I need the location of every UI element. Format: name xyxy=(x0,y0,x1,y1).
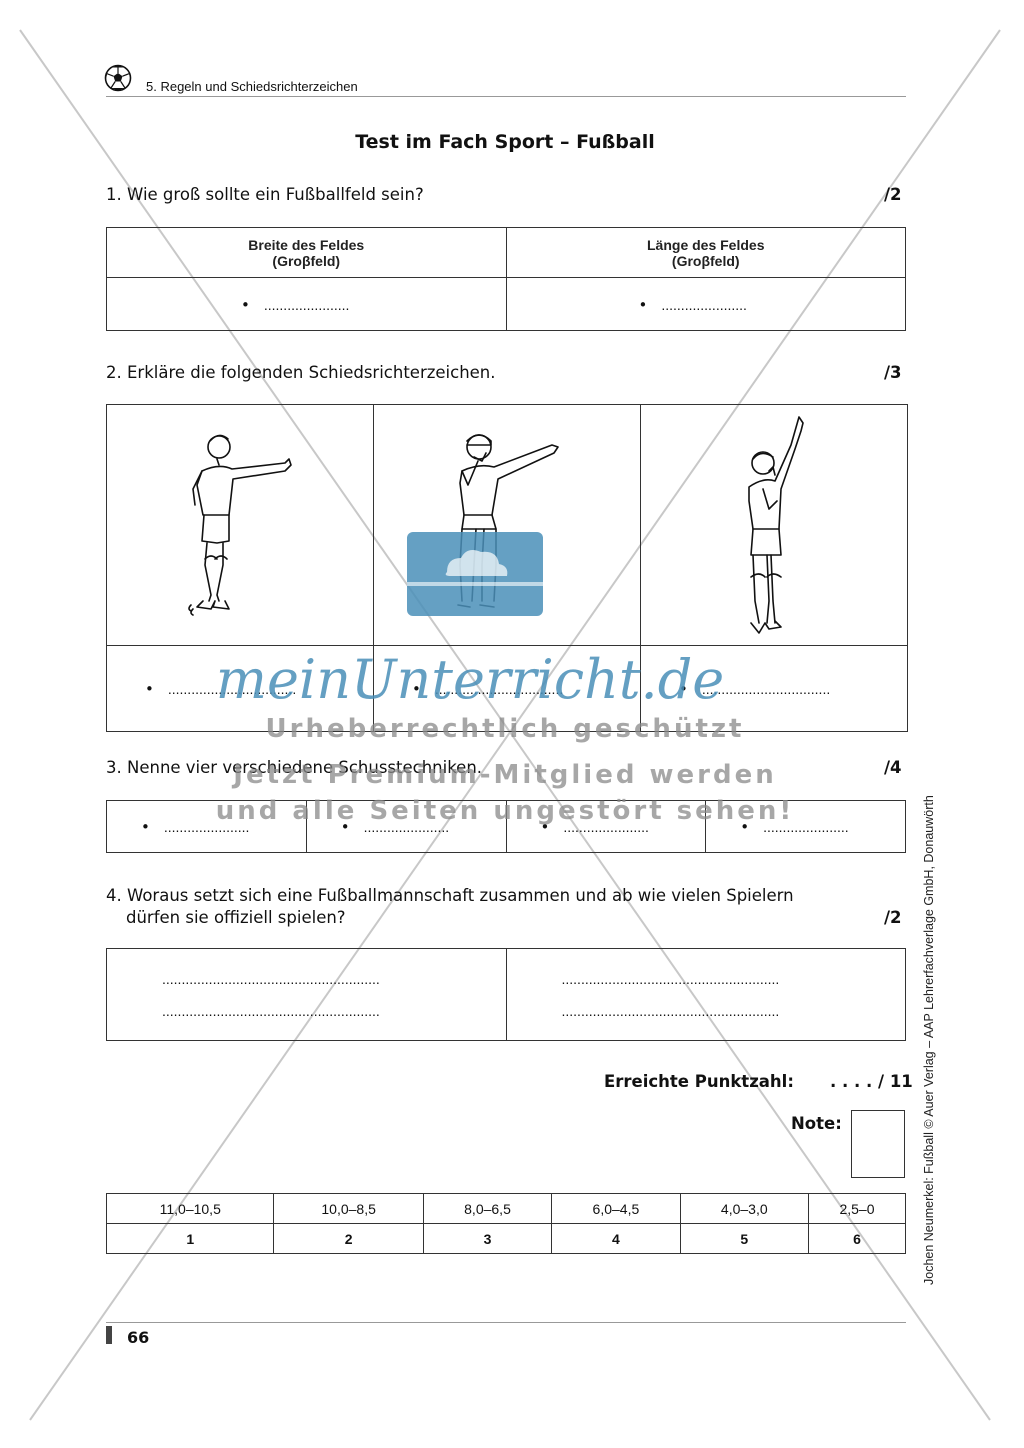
answer-dots: ................................. xyxy=(434,681,564,697)
field-length-label: Länge des Feldes xyxy=(647,236,765,253)
watermark-line-3: und alle Seiten ungestört sehen! xyxy=(215,796,795,826)
watermark-line-2: Jetzt Premium-Mitglied werden xyxy=(233,760,777,790)
bullet: • xyxy=(241,295,250,314)
bullet: • xyxy=(340,818,350,836)
answer-dots: ................................. xyxy=(167,681,297,697)
bullet: • xyxy=(638,295,648,314)
field-length-sublabel: (Groβfeld) xyxy=(671,252,740,269)
signal-1-answer[interactable]: •................................. xyxy=(106,645,374,732)
answer-dots: ...................... xyxy=(563,819,649,835)
answer-dots: ........................................… xyxy=(162,970,380,987)
field-length-header: Länge des Feldes (Groβfeld) xyxy=(505,227,906,278)
answer-dots: ........................................… xyxy=(561,1002,780,1019)
bullet: • xyxy=(141,818,150,836)
bullet: • xyxy=(412,680,421,698)
shot-technique-answer-3[interactable]: •...................... xyxy=(505,800,707,853)
grade-cell: 3 xyxy=(422,1223,553,1254)
page-number: 66 xyxy=(127,1328,150,1347)
signal-2-answer[interactable]: •................................. xyxy=(373,645,641,732)
chapter-heading: 5. Regeln und Schiedsrichterzeichen xyxy=(146,79,358,94)
answer-dots: ...................... xyxy=(661,296,747,313)
shot-technique-answer-1[interactable]: •...................... xyxy=(106,800,307,853)
grade-range-cell: 2,5–0 xyxy=(807,1193,907,1224)
answer-dots: ...................... xyxy=(363,819,450,835)
question-2-text: 2. Erkläre die folgenden Schiedsrichterz… xyxy=(106,363,496,382)
answer-dots: ........................................… xyxy=(162,1002,380,1019)
question-2-points: /3 xyxy=(884,363,902,382)
shot-technique-answer-2[interactable]: •...................... xyxy=(305,800,507,853)
page-number-marker xyxy=(106,1326,112,1344)
answer-dots: ...................... xyxy=(263,296,350,313)
answer-dots: ........................................… xyxy=(561,970,780,987)
question-3-points: /4 xyxy=(884,758,902,777)
question-1-text: 1. Wie groß sollte ein Fußballfeld sein? xyxy=(106,185,424,204)
field-width-answer[interactable]: •...................... xyxy=(106,277,507,331)
grade-cell: 2 xyxy=(273,1223,424,1254)
referee-arm-raised-figure xyxy=(748,416,804,634)
page-title: Test im Fach Sport – Fußball xyxy=(355,131,655,153)
bullet: • xyxy=(540,818,550,836)
field-width-header: Breite des Feldes (Groβfeld) xyxy=(106,227,507,278)
grade-range-cell: 4,0–3,0 xyxy=(679,1193,809,1224)
grade-label: Note: xyxy=(791,1114,842,1133)
bullet: • xyxy=(740,818,750,836)
footer-divider xyxy=(106,1322,906,1323)
shot-technique-answer-4[interactable]: •...................... xyxy=(705,800,906,853)
bullet: • xyxy=(679,680,688,698)
grade-range-cell: 10,0–8,5 xyxy=(273,1193,424,1224)
watermark-logo: meinUnterricht.de xyxy=(215,648,725,711)
grade-range-cell: 8,0–6,5 xyxy=(422,1193,553,1224)
referee-signal-3-cell xyxy=(640,404,908,646)
score-value: . . . . / 11 xyxy=(830,1072,913,1091)
question-4-text-line2: dürfen sie offiziell spielen? xyxy=(126,908,346,927)
header-divider xyxy=(106,96,906,97)
grade-scale-table: 11,0–10,5 10,0–8,5 8,0–6,5 6,0–4,5 4,0–3… xyxy=(105,1193,907,1254)
signal-3-answer[interactable]: •................................. xyxy=(640,645,908,732)
bullet: • xyxy=(145,680,154,698)
answer-dots: ................................. xyxy=(701,681,831,697)
field-length-answer[interactable]: •...................... xyxy=(505,277,906,331)
answer-dots: ...................... xyxy=(163,819,250,835)
grade-range-cell: 6,0–4,5 xyxy=(551,1193,681,1224)
field-size-table: Breite des Feldes (Groβfeld) Länge des F… xyxy=(106,227,906,331)
soccer-ball-icon xyxy=(104,64,132,92)
team-composition-answer[interactable]: ........................................… xyxy=(106,948,507,1041)
question-4-points: /2 xyxy=(884,908,902,927)
grade-range-cell: 11,0–10,5 xyxy=(105,1193,275,1224)
question-1-points: /2 xyxy=(884,185,902,204)
score-label: Erreichte Punktzahl: xyxy=(604,1072,794,1091)
side-credit: Jochen Neumerkel: Fußball © Auer Verlag … xyxy=(922,795,936,1285)
answer-dots: ...................... xyxy=(763,819,849,835)
shot-techniques-table: •...................... •...............… xyxy=(106,800,906,853)
grade-cell: 5 xyxy=(679,1223,809,1254)
field-width-sublabel: (Groβfeld) xyxy=(272,252,341,269)
briefcase-cloud-icon xyxy=(407,532,543,616)
question-4-text-line1: 4. Woraus setzt sich eine Fußballmannsch… xyxy=(106,886,794,905)
referee-arm-forward-figure xyxy=(188,434,292,616)
question-3-text: 3. Nenne vier verschiedene Schusstechnik… xyxy=(106,758,483,777)
grade-cell: 6 xyxy=(807,1223,907,1254)
referee-signals-table: •................................. •....… xyxy=(106,404,908,732)
team-composition-table: ........................................… xyxy=(106,948,906,1041)
grade-box[interactable] xyxy=(851,1110,905,1178)
grade-cell: 1 xyxy=(105,1223,275,1254)
referee-signal-1-cell xyxy=(106,404,374,646)
watermark-line-1: Urheberrechtlich geschützt xyxy=(265,714,745,744)
field-width-label: Breite des Feldes xyxy=(248,236,365,253)
minimum-players-answer[interactable]: ........................................… xyxy=(505,948,906,1041)
grade-cell: 4 xyxy=(551,1223,681,1254)
